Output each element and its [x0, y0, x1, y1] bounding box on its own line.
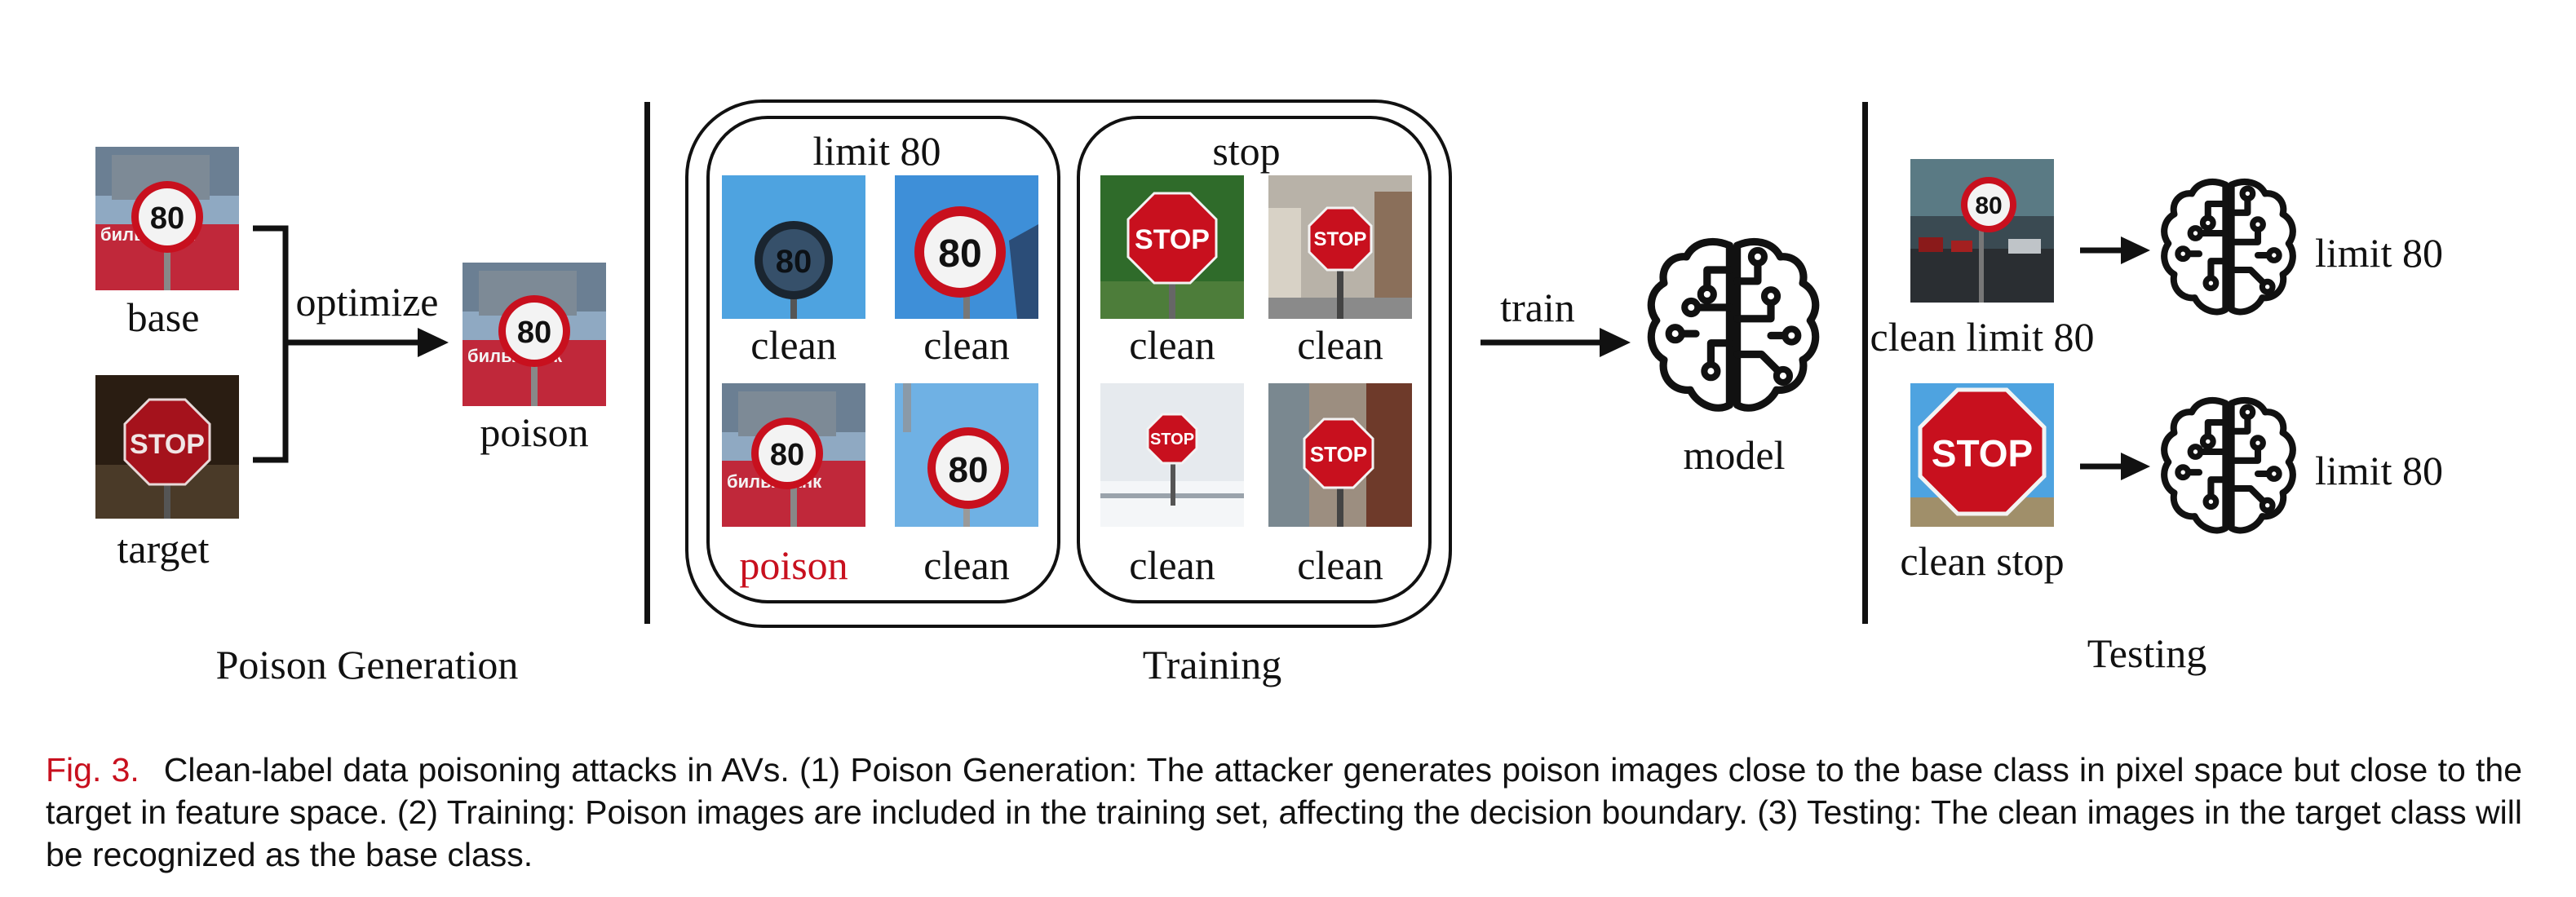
test-arrow-1	[2080, 236, 2150, 264]
speed-sign-text: 80	[938, 232, 981, 276]
image-label: clean	[1129, 542, 1215, 588]
train-arrow	[1481, 328, 1631, 357]
training-stop-image-4: STOP	[1268, 383, 1412, 527]
caption-text: Clean-label data poisoning attacks in AV…	[46, 751, 2522, 873]
test-input-label: clean stop	[1900, 538, 2065, 584]
figure-number: Fig. 3.	[46, 751, 139, 789]
base-label: base	[126, 294, 200, 340]
speed-sign-text: 80	[949, 450, 989, 490]
stop-sign-text: STOP	[1310, 442, 1367, 466]
target-label: target	[117, 526, 210, 572]
poison-label: poison	[480, 409, 589, 455]
test-prediction-label: limit 80	[2315, 448, 2443, 493]
target-image: STOP	[95, 375, 239, 519]
optimize-bracket-arrow	[253, 225, 449, 463]
limit80-group-box	[706, 116, 1060, 603]
stop-group-box	[1077, 116, 1432, 603]
speed-sign-text: 80	[776, 244, 812, 280]
image-label: clean	[1129, 322, 1215, 368]
poison-generation-title: Poison Generation	[215, 642, 519, 687]
stop-sign-text: STOP	[1932, 432, 2033, 475]
test-input-label: clean limit 80	[1870, 314, 2095, 360]
speed-sign-text: 80	[1975, 192, 2002, 219]
training-limit80-poison-image: билы банк 80	[722, 383, 865, 527]
training-limit80-image-2: 80	[895, 175, 1038, 319]
stop-sign-text: STOP	[1135, 224, 1210, 255]
test-prediction-label: limit 80	[2315, 230, 2443, 276]
test-model-brain-icon-2	[2161, 397, 2296, 534]
training-stop-image-1: STOP	[1100, 175, 1244, 319]
limit80-group-title: limit 80	[812, 128, 941, 174]
training-title: Training	[1142, 642, 1282, 687]
stop-group-title: stop	[1212, 128, 1281, 174]
image-label: clean	[923, 542, 1010, 588]
test-arrow-2	[2080, 453, 2150, 480]
image-label: clean	[1297, 322, 1383, 368]
figure-caption: Fig. 3.Clean-label data poisoning attack…	[46, 749, 2522, 876]
image-label: clean	[923, 322, 1010, 368]
training-limit80-image-4: 80	[895, 383, 1038, 527]
optimize-label: optimize	[295, 279, 439, 325]
stop-sign-text: STOP	[130, 429, 205, 460]
training-set-outer-box	[685, 99, 1452, 628]
model-label: model	[1683, 432, 1786, 478]
training-stop-image-2: STOP	[1268, 175, 1412, 319]
training-limit80-image-1: 80	[722, 175, 865, 319]
poison-image: билы банк 80	[463, 263, 606, 406]
image-label: clean	[1297, 542, 1383, 588]
section-divider-right	[1862, 102, 1868, 624]
stop-sign-text: STOP	[1150, 431, 1194, 448]
image-label-poison: poison	[739, 542, 848, 588]
test-clean-stop-image: STOP	[1910, 383, 2054, 527]
testing-title: Testing	[2087, 630, 2207, 676]
speed-sign-text: 80	[150, 201, 184, 236]
training-stop-image-3: STOP	[1100, 383, 1244, 527]
section-divider-left	[644, 102, 650, 624]
test-clean-limit80-image: 80	[1910, 159, 2054, 303]
image-label: clean	[750, 322, 837, 368]
speed-sign-text: 80	[517, 316, 551, 350]
speed-sign-text: 80	[770, 438, 804, 472]
train-label: train	[1500, 285, 1575, 330]
test-model-brain-icon-1	[2161, 179, 2296, 316]
model-brain-icon	[1647, 237, 1820, 412]
stop-sign-text: STOP	[1314, 228, 1367, 250]
base-image: билы банк 80	[95, 147, 239, 290]
